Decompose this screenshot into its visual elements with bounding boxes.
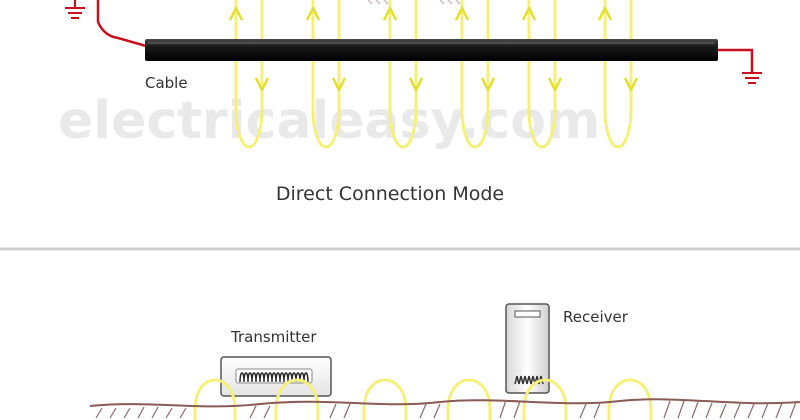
watermark-text: electricaleasy.com — [58, 91, 600, 151]
receiver-label: Receiver — [563, 308, 629, 326]
cable — [145, 39, 718, 61]
right-ground-connection — [718, 48, 754, 72]
top-hatch-marks — [367, 0, 461, 5]
magnetic-field-loops-top — [234, 0, 633, 149]
left-ground-connection — [96, 0, 147, 48]
transmitter-label: Transmitter — [230, 328, 317, 346]
left-ground-icon — [65, 0, 85, 19]
right-ground-icon — [742, 72, 762, 84]
cable-label: Cable — [145, 74, 188, 92]
top-caption: Direct Connection Mode — [276, 183, 504, 205]
soil-hatching — [95, 399, 797, 419]
receiver-device — [505, 303, 550, 394]
field-direction-arrows-top — [228, 6, 639, 92]
soil-surface — [89, 398, 800, 408]
